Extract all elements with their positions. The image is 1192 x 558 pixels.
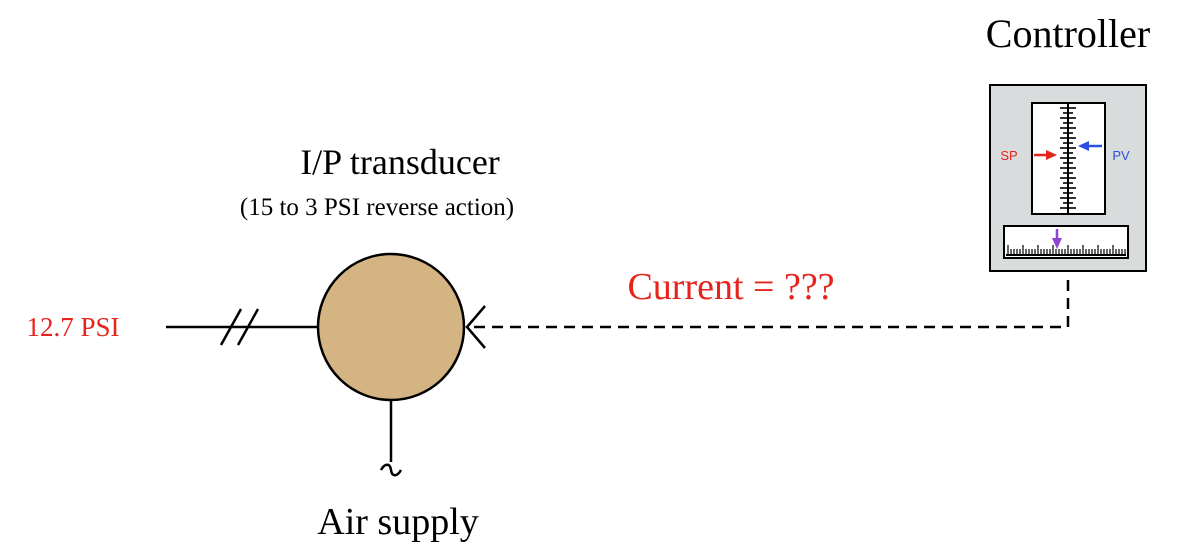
pneumatic-slash-icon xyxy=(236,308,260,346)
transducer-title: I/P transducer xyxy=(300,142,500,182)
sp-arrow-icon xyxy=(1046,150,1057,160)
output-arrow-icon xyxy=(1052,238,1062,249)
sp-label: SP xyxy=(1000,148,1017,163)
pv-arrow-icon xyxy=(1078,141,1089,151)
air-supply-label: Air supply xyxy=(317,501,479,543)
output-bargraph-ticks xyxy=(1007,245,1129,255)
bargraph-ticks xyxy=(1060,107,1076,209)
controller-title: Controller xyxy=(986,11,1150,56)
transducer-icon xyxy=(316,252,466,402)
pv-label: PV xyxy=(1112,148,1130,163)
current-label: Current = ??? xyxy=(627,266,834,308)
pneumatic-slash-icon xyxy=(219,308,243,346)
signal-arrow-icon xyxy=(465,305,486,349)
output-pressure-label: 12.7 PSI xyxy=(26,312,119,342)
electric-signal-line xyxy=(468,280,1070,329)
controller-faceplate: SP PV xyxy=(989,84,1147,272)
air-supply-tilde-icon xyxy=(379,463,403,477)
transducer-subtitle: (15 to 3 PSI reverse action) xyxy=(240,194,514,221)
